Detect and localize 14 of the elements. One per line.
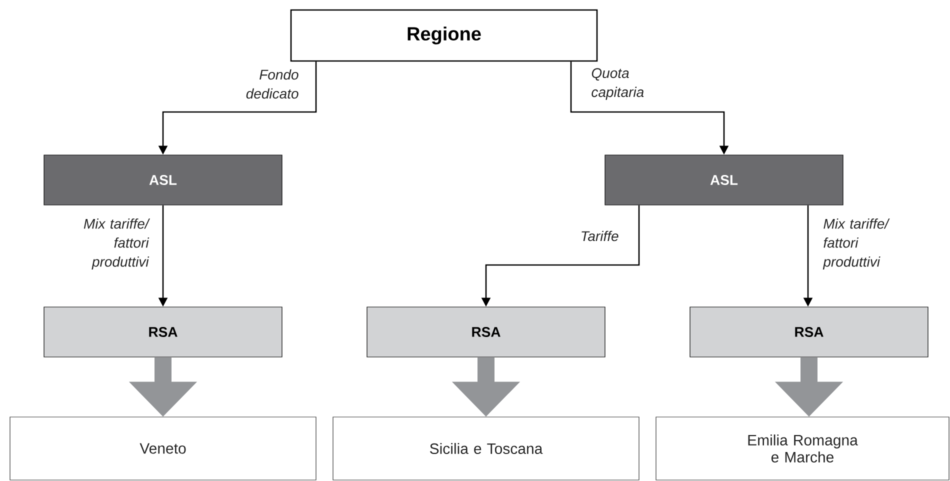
edge-label: Mix tariffe/ fattori produttivi	[84, 218, 150, 270]
provider-box: RSA	[44, 306, 282, 358]
edge-label: Fondo dedicato	[246, 69, 298, 99]
region-box: Sicilia e Toscana	[332, 416, 640, 480]
provider-box: RSA	[366, 306, 606, 358]
funder-box: ASL	[44, 154, 282, 206]
provider-box: RSA	[690, 306, 928, 358]
region-box: Emilia Romagna e Marche	[656, 416, 950, 480]
funder-box: ASL	[604, 154, 844, 206]
title-box: Regione	[290, 9, 598, 62]
edge-label: Mix tariffe/ fattori produttivi	[822, 218, 890, 270]
region-box: Veneto	[10, 416, 316, 480]
edge-label: Quota capitaria	[592, 68, 644, 100]
edge-label: Tariffe	[582, 230, 618, 242]
